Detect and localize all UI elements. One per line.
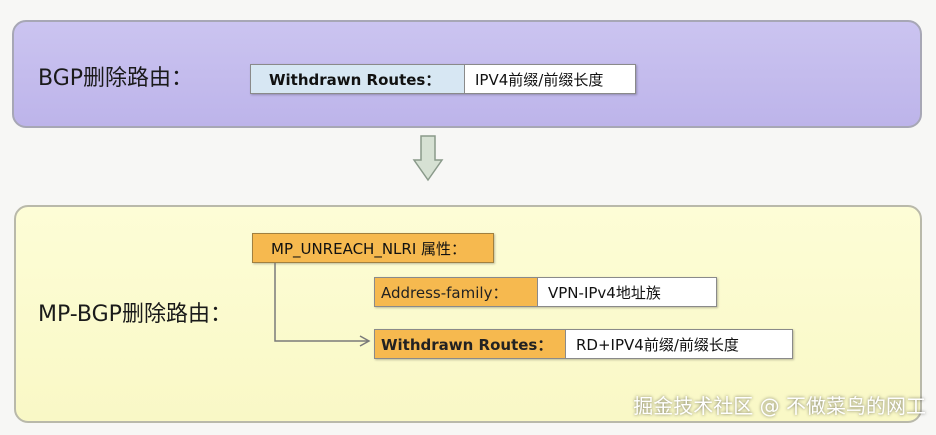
address-family-box: Address-family： VPN-IPv4地址族 [374,277,717,307]
mpbgp-withdrawn-value: RD+IPV4前缀/前缀长度 [566,330,792,358]
address-family-value: VPN-IPv4地址族 [538,278,716,306]
bgp-withdrawn-value: IPV4前缀/前缀长度 [465,65,635,93]
bgp-withdrawn-key: Withdrawn Routes： [251,65,465,93]
bgp-title: BGP删除路由： [38,66,194,91]
down-arrow-icon [412,135,444,182]
mpbgp-withdrawn-key: Withdrawn Routes： [375,330,566,358]
connector-arrow-icon [274,263,371,347]
mp-unreach-nlri-attribute: MP_UNREACH_NLRI 属性： [252,233,494,263]
mpbgp-title: MP-BGP删除路由： [38,302,232,327]
bgp-withdrawn-routes-box: Withdrawn Routes： IPV4前缀/前缀长度 [250,64,636,94]
watermark: 掘金技术社区 @ 不做菜鸟的网工 [633,394,926,418]
address-family-key: Address-family： [375,278,538,306]
mpbgp-withdrawn-routes-box: Withdrawn Routes： RD+IPV4前缀/前缀长度 [374,329,793,359]
